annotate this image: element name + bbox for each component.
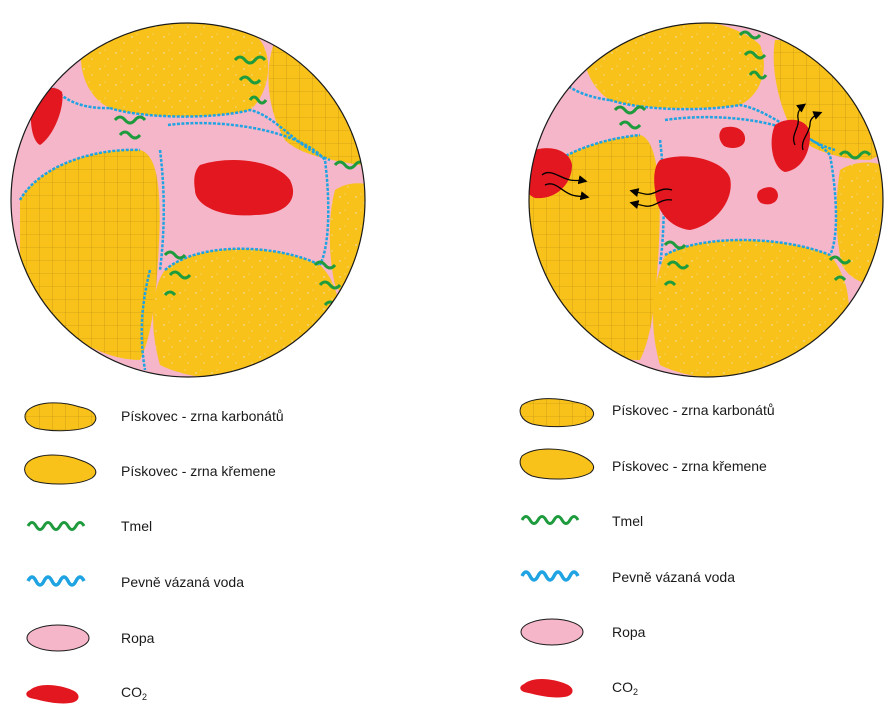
- legend-left-label-carbonate: Pískovec - zrna karbonátů: [121, 408, 284, 424]
- legend-right-label-cement: Tmel: [612, 513, 643, 529]
- co2-icon: [520, 679, 572, 697]
- legend-right-label-oil: Ropa: [612, 624, 645, 640]
- oil-icon: [27, 625, 89, 651]
- oil-icon: [521, 619, 583, 645]
- legend-right-label-water: Pevně vázaná voda: [612, 569, 735, 585]
- legend-left-label-co2: CO2: [121, 684, 147, 702]
- quartz-grain-icon: [25, 455, 96, 484]
- legend-right-label-co2: CO2: [612, 679, 638, 697]
- legend-right-label-quartz: Pískovec - zrna křemene: [612, 458, 767, 474]
- quartz-grain-icon: [520, 449, 593, 479]
- legend-left-label-cement: Tmel: [121, 518, 152, 534]
- cement-icon: [522, 517, 578, 524]
- co2-icon: [26, 685, 78, 703]
- cement-icon: [28, 523, 84, 530]
- legend-right-label-carbonate: Pískovec - zrna karbonátů: [612, 402, 775, 418]
- right-pore-view: [524, 15, 890, 380]
- left-pore-view: [11, 15, 380, 380]
- legend-left-label-quartz: Pískovec - zrna křemene: [121, 463, 276, 479]
- legend-left-label-oil: Ropa: [121, 630, 154, 646]
- legend-left-label-water: Pevně vázaná voda: [121, 574, 244, 590]
- bound-water-icon: [522, 572, 578, 580]
- legend-right-icons: [520, 399, 593, 698]
- legend-left-icons: [25, 403, 96, 704]
- bound-water-icon: [28, 577, 84, 585]
